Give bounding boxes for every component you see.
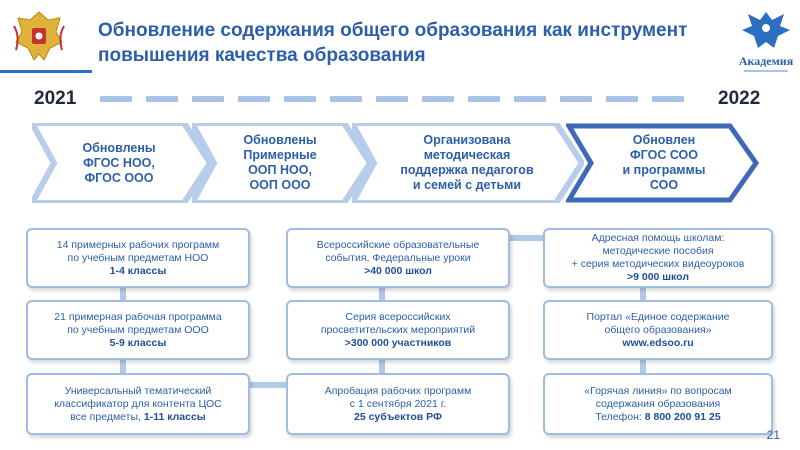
card-ntp-programs: 14 примерных рабочих программ по учебным… — [26, 228, 250, 288]
card-line: общего образования» — [604, 323, 712, 336]
card-text: все предметы, — [70, 410, 144, 423]
timeline-dash — [560, 96, 592, 102]
card-highlight: 1-4 классы — [109, 264, 167, 277]
card-line: по учебным предметам ООО — [67, 323, 209, 336]
hotline-phone[interactable]: 8 800 200 91 25 — [644, 410, 721, 423]
stage-chevron-3 — [352, 123, 584, 203]
card-line: 14 примерных рабочих программ — [56, 238, 220, 251]
card-line: классификатор для контента ЦОС — [54, 397, 222, 410]
timeline-dash — [146, 96, 178, 102]
connector-line — [509, 235, 545, 241]
stage-line: методическая — [423, 148, 511, 162]
connector-line — [379, 358, 385, 374]
stage-text-3: Организована методическая поддержка педа… — [380, 123, 554, 203]
header-accent-line — [0, 70, 92, 73]
timeline-dash — [238, 96, 270, 102]
card-classifier: Универсальный тематический классификатор… — [26, 373, 250, 435]
stage-line: поддержка педагогов — [400, 163, 534, 177]
card-events-series: Серия всероссийских просветительских мер… — [286, 300, 510, 360]
card-highlight: >40 000 школ — [364, 264, 432, 277]
connector-line — [120, 285, 126, 301]
stage-line: ООП ООО — [249, 178, 311, 192]
academy-underline — [744, 70, 788, 72]
timeline-dash — [284, 96, 316, 102]
stage-line: Примерные — [243, 148, 317, 162]
stage-line: и семей с детьми — [412, 178, 522, 192]
title-line-2: повышения качества образования — [98, 45, 426, 66]
stage-text-1: Обновлены ФГОС НОО, ФГОС ООО — [60, 123, 178, 203]
card-line: просветительских мероприятий — [320, 323, 476, 336]
timeline-dash — [468, 96, 500, 102]
card-highlight: >300 000 участников — [344, 336, 452, 349]
card-approbation: Апробация рабочих программ с 1 сентября … — [286, 373, 510, 435]
card-line: Серия всероссийских — [345, 310, 451, 323]
card-line: Телефон: 8 800 200 91 25 — [595, 411, 720, 424]
card-line: «Горячая линия» по вопросам — [584, 384, 732, 397]
card-line: Всероссийские образовательные — [316, 238, 480, 251]
academy-name: Академия — [738, 54, 794, 68]
connector-line — [640, 285, 646, 301]
card-line: по учебным предметам НОО — [67, 251, 209, 264]
timeline-dash — [606, 96, 638, 102]
stage-line: ФГОС СОО — [630, 148, 698, 162]
timeline-dash — [652, 96, 684, 102]
card-highlight: 5-9 классы — [109, 336, 167, 349]
stage-line: ФГОС ООО — [84, 170, 154, 185]
academy-logo: Академия — [736, 8, 796, 78]
timeline-dash — [422, 96, 454, 102]
eagle-icon — [742, 12, 790, 48]
stage-line: ФГОС НОО, — [83, 155, 155, 170]
timeline-dash — [100, 96, 132, 102]
card-line: Адресная помощь школам: — [591, 232, 725, 244]
timeline-dash — [376, 96, 408, 102]
stage-line: Обновлен — [632, 133, 696, 147]
card-ooo-programs: 21 примерная рабочая программа по учебны… — [26, 300, 250, 360]
timeline-dash — [192, 96, 224, 102]
stage-line: Обновлены — [82, 140, 156, 155]
stage-line: ООП НОО, — [248, 163, 312, 177]
connector-line — [379, 285, 385, 301]
card-highlight: 1-11 классы — [143, 410, 206, 423]
card-line: все предметы, 1-11 классы — [70, 411, 206, 424]
portal-link[interactable]: www.edsoo.ru — [622, 336, 694, 349]
ministry-emblem-icon — [13, 11, 65, 61]
card-school-help: Адресная помощь школам: методические пос… — [543, 228, 773, 288]
card-line: Универсальный тематический — [64, 384, 212, 397]
stage-text-4: Обновлен ФГОС СОО и программы СОО — [596, 123, 732, 203]
timeline-dash — [514, 96, 546, 102]
card-hotline: «Горячая линия» по вопросам содержания о… — [543, 373, 773, 435]
stage-chevron-2 — [192, 123, 372, 203]
stage-text-2: Обновлены Примерные ООП НОО, ООП ООО — [218, 123, 342, 203]
page-number: 21 — [766, 428, 780, 442]
year-start: 2021 — [34, 88, 77, 109]
card-line: содержания образования — [595, 397, 721, 410]
stage-chevron-4 — [566, 123, 760, 203]
card-highlight: >9 000 школ — [626, 271, 689, 283]
page-title: Обновление содержания общего образования… — [98, 18, 738, 68]
connector-line — [248, 382, 288, 388]
card-portal: Портал «Единое содержание общего образов… — [543, 300, 773, 360]
stage-line: СОО — [649, 178, 679, 192]
card-line: Портал «Единое содержание — [586, 310, 730, 323]
title-line-1: Обновление содержания общего образования… — [98, 20, 688, 41]
stage-chevron-1 — [32, 123, 212, 203]
stage-line: и программы — [622, 163, 706, 177]
connector-line — [640, 358, 646, 374]
card-line: 21 примерная рабочая программа — [54, 310, 222, 323]
card-line: Апробация рабочих программ — [324, 384, 472, 397]
card-line: события, Федеральные уроки — [325, 251, 471, 264]
card-federal-lessons: Всероссийские образовательные события, Ф… — [286, 228, 510, 288]
stage-line: Организована — [423, 133, 511, 147]
year-end: 2022 — [718, 88, 761, 109]
card-line: + серия методических видеоуроков — [571, 258, 745, 270]
card-line: методические пособия — [602, 245, 714, 257]
card-line: с 1 сентября 2021 г. — [349, 397, 447, 410]
stage-line: Обновлены — [243, 133, 317, 147]
connector-line — [120, 358, 126, 374]
card-highlight: 25 субъектов РФ — [354, 410, 442, 423]
card-text: Телефон: — [595, 410, 645, 423]
timeline-dash — [330, 96, 362, 102]
